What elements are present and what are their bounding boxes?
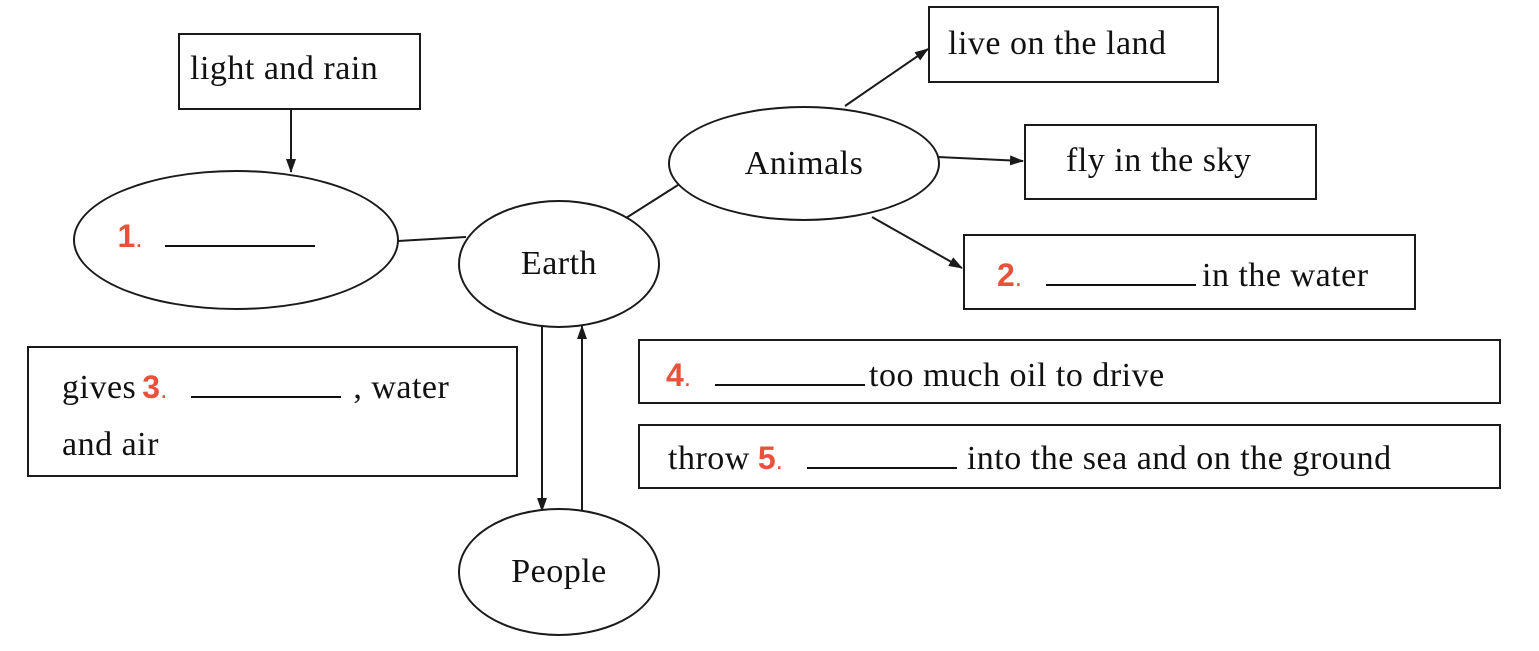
node-fly-in-the-sky-label: fly in the sky — [1066, 142, 1252, 179]
node-light-and-rain-label: light and rain — [190, 50, 379, 87]
blank-5-line[interactable] — [806, 437, 957, 469]
node-live-on-the-land: live on the land — [928, 6, 1219, 83]
blank-2-text: in the water — [1202, 257, 1369, 294]
blank-1-line[interactable] — [164, 215, 315, 247]
blank-3-suffix: , water — [353, 369, 450, 406]
link-earth-animals — [625, 184, 679, 219]
blank-2-line[interactable] — [1046, 254, 1197, 286]
blank-5-text: into the sea and on the ground — [966, 440, 1392, 477]
blank-5-number: 5 — [757, 440, 776, 476]
arrow-animals-to-sky — [937, 155, 1024, 166]
node-blank-1: 1 . — [73, 170, 399, 310]
blank-1-dot: . — [135, 223, 143, 253]
blank-3-line[interactable] — [191, 366, 342, 398]
node-blank-4: 4 . too much oil to drive — [638, 339, 1501, 404]
arrow-animals-to-land — [844, 48, 929, 107]
blank-2-dot: . — [1014, 262, 1023, 292]
blank-4-line[interactable] — [715, 354, 866, 386]
blank-5-prefix: throw — [668, 440, 750, 477]
arrow-animals-to-water — [871, 216, 963, 269]
blank-2-number: 2 — [997, 257, 1015, 293]
blank-3-number: 3 — [142, 369, 161, 405]
blank-3-line2: and air — [62, 426, 159, 463]
node-light-and-rain: light and rain — [178, 33, 421, 110]
node-live-on-the-land-label: live on the land — [948, 25, 1167, 62]
blank-4-number: 4 — [666, 357, 684, 393]
blank-4-text: too much oil to drive — [869, 357, 1165, 394]
blank-4-dot: . — [683, 362, 692, 392]
blank-3-dot: . — [160, 374, 168, 404]
node-blank-3: gives 3 . , water and air — [27, 346, 518, 477]
node-animals-label: Animals — [744, 144, 864, 182]
node-people: People — [458, 508, 660, 636]
link-blank1-earth — [397, 236, 467, 242]
node-people-label: People — [511, 553, 607, 590]
node-earth-label: Earth — [520, 245, 598, 282]
blank-1-number: 1 — [117, 218, 136, 254]
blank-5-dot: . — [775, 445, 783, 475]
node-blank-2: 2 . in the water — [963, 234, 1416, 310]
node-earth: Earth — [458, 200, 660, 328]
blank-3-prefix: gives — [62, 369, 137, 406]
node-fly-in-the-sky: fly in the sky — [1024, 124, 1317, 200]
node-animals: Animals — [668, 106, 940, 221]
node-blank-5: throw 5 . into the sea and on the ground — [638, 424, 1501, 489]
